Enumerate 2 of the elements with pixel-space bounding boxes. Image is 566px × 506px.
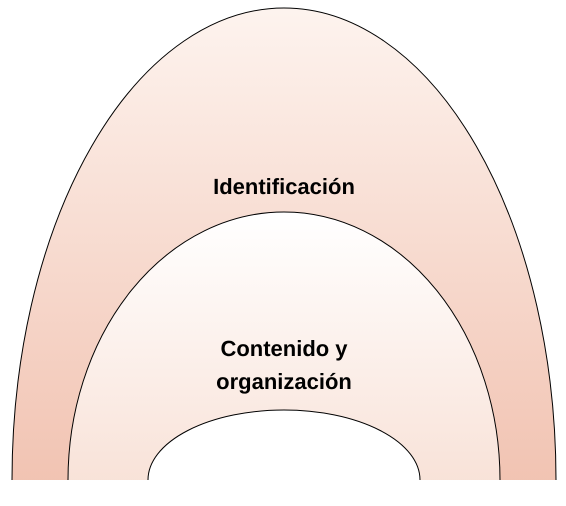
ellipse-label: Identificación [212,173,356,201]
ellipse-label: Contenido y organización [215,335,353,396]
